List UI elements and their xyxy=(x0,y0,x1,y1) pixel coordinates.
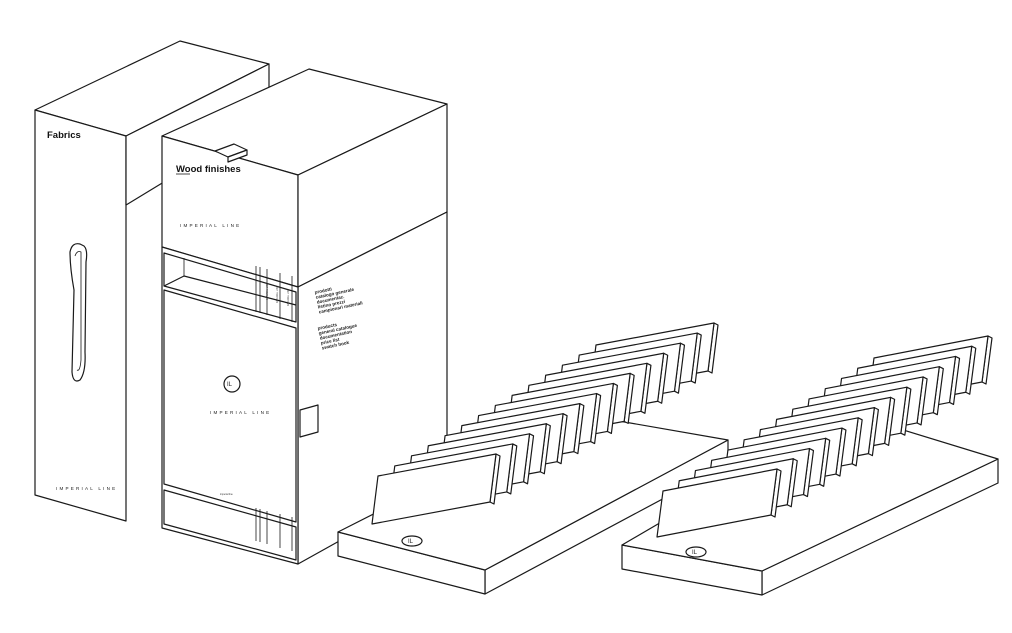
wood-box-side-list-2: products general catalogue documentation… xyxy=(317,322,358,351)
tray-left: IL xyxy=(337,322,729,595)
side-list-1-item: documentaz. xyxy=(316,294,345,305)
sample-card xyxy=(656,468,782,538)
wood-box-spines-lower xyxy=(255,508,293,551)
wood-box-spine-label: IMPERIAL LINE xyxy=(287,289,290,306)
wood-box-sleeve xyxy=(163,289,297,523)
tray-logo-circle xyxy=(401,535,423,547)
fabrics-box-brand: IMPERIAL LINE xyxy=(56,486,117,491)
tray-logo-circle xyxy=(685,546,707,558)
tray-logo-mark: IL xyxy=(692,550,698,556)
wood-box-brand-center: IMPERIAL LINE xyxy=(210,410,271,415)
wood-box-spine-label: IMPERIAL LINE xyxy=(276,286,279,303)
wood-box-title: Wood finishes xyxy=(176,164,241,175)
wood-box-logo-circle xyxy=(223,375,241,393)
wood-box-logo-mark: IL xyxy=(227,382,233,388)
tray-right: IL xyxy=(621,335,999,596)
wood-box-opening-lower xyxy=(163,489,297,561)
fabrics-box-handle xyxy=(69,243,88,382)
wood-box-side-tab xyxy=(299,404,319,438)
wood-box-brand-top: IMPERIAL LINE xyxy=(180,223,241,228)
side-list-2-item: documentation xyxy=(319,329,352,341)
side-list-2-item: products xyxy=(317,322,338,331)
wood-box-spines-upper xyxy=(255,266,293,322)
side-list-1-item: prodotti xyxy=(314,286,332,294)
tray-logo-mark: IL xyxy=(408,539,414,545)
fabrics-box-title: Fabrics xyxy=(47,130,81,141)
side-list-2-item: price list xyxy=(320,337,340,346)
wood-box-latch xyxy=(214,143,248,163)
wood-box-bottom-tab-label: imperial line xyxy=(220,493,233,496)
side-list-2-item: swatch book xyxy=(321,340,350,351)
side-list-1-item: listino prezzi xyxy=(317,299,345,310)
wood-box-spine-label: IMPERIAL LINE xyxy=(266,283,269,300)
sample-card xyxy=(371,453,501,525)
